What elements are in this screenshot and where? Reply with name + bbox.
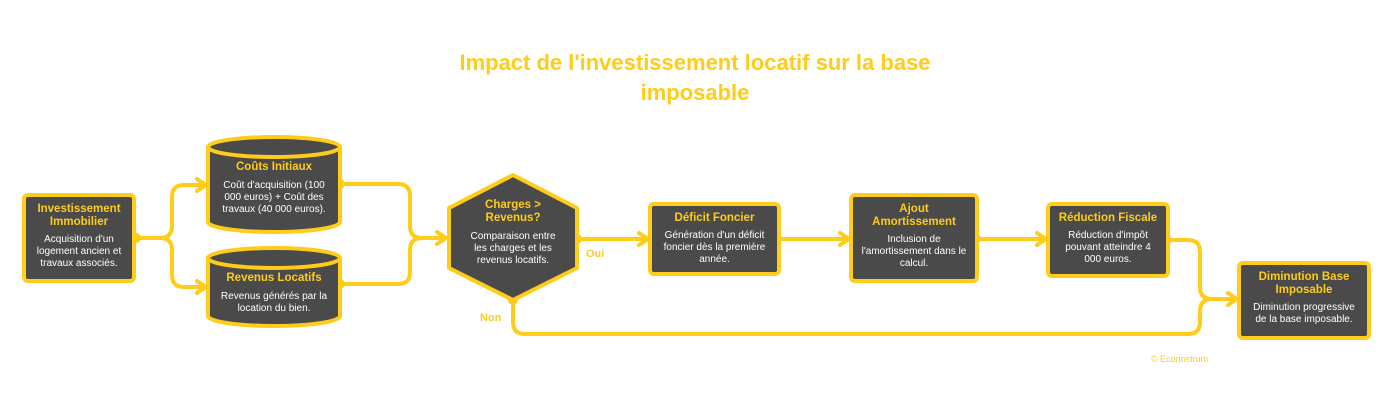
cylinder-couts-shape [206, 135, 342, 234]
cylinder-revenus-shape [206, 246, 342, 328]
node-couts-desc: Coût d'acquisition (100 000 euros) + Coû… [222, 180, 326, 215]
node-diminution-title: Diminution Base Imposable [1258, 271, 1350, 296]
edge-label-oui: Oui [586, 248, 605, 260]
node-diminution-desc: Diminution progressive de la base imposa… [1253, 302, 1355, 325]
node-deficit: Déficit Foncier Génération d'un déficit … [648, 202, 781, 276]
node-deficit-title: Déficit Foncier [674, 212, 755, 224]
node-amortissement-desc: Inclusion de l'amortissement dans le cal… [861, 234, 967, 269]
node-decision: Charges > Revenus? Comparaison entre les… [465, 199, 561, 267]
node-diminution: Diminution Base Imposable Diminution pro… [1237, 261, 1371, 340]
edge-invest-revenus [134, 236, 206, 289]
edge-invest-couts [134, 183, 206, 240]
edge-revenus-decision [338, 236, 446, 286]
node-amortissement-title: Ajout Amortissement [872, 203, 956, 228]
node-couts-title: Coûts Initiaux [235, 161, 313, 173]
edge-label-non: Non [480, 312, 502, 324]
node-investissement-desc: Acquisition d'un logement ancien et trav… [36, 234, 122, 269]
copyright: © Econostrum [1151, 354, 1209, 364]
node-reduction-desc: Réduction d'impôt pouvant atteindre 4 00… [1065, 230, 1151, 265]
node-revenus-desc: Revenus générés par la location du bien. [220, 291, 328, 314]
node-amortissement: Ajout Amortissement Inclusion de l'amort… [849, 193, 979, 283]
node-decision-desc: Comparaison entre les charges et les rev… [470, 231, 556, 266]
node-reduction-title: Réduction Fiscale [1058, 212, 1158, 224]
node-investissement: Investissement Immobilier Acquisition d'… [22, 193, 136, 283]
node-couts: Coûts Initiaux Coût d'acquisition (100 0… [208, 147, 340, 232]
node-decision-title: Charges > Revenus? [485, 199, 541, 224]
node-reduction: Réduction Fiscale Réduction d'impôt pouv… [1046, 202, 1170, 278]
node-deficit-desc: Génération d'un déficit foncier dès la p… [663, 230, 766, 265]
edge-couts-decision [338, 182, 446, 240]
decision-hexagon-shape [447, 173, 579, 302]
node-revenus-title: Revenus Locatifs [226, 272, 322, 284]
diagram-title: Impact de l'investissement locatif sur l… [459, 50, 931, 105]
node-revenus: Revenus Locatifs Revenus générés par la … [208, 258, 340, 326]
edge-decision-diminution [511, 297, 1237, 336]
node-investissement-title: Investissement Immobilier [37, 203, 121, 228]
edge-reduction-diminution [1165, 238, 1237, 301]
